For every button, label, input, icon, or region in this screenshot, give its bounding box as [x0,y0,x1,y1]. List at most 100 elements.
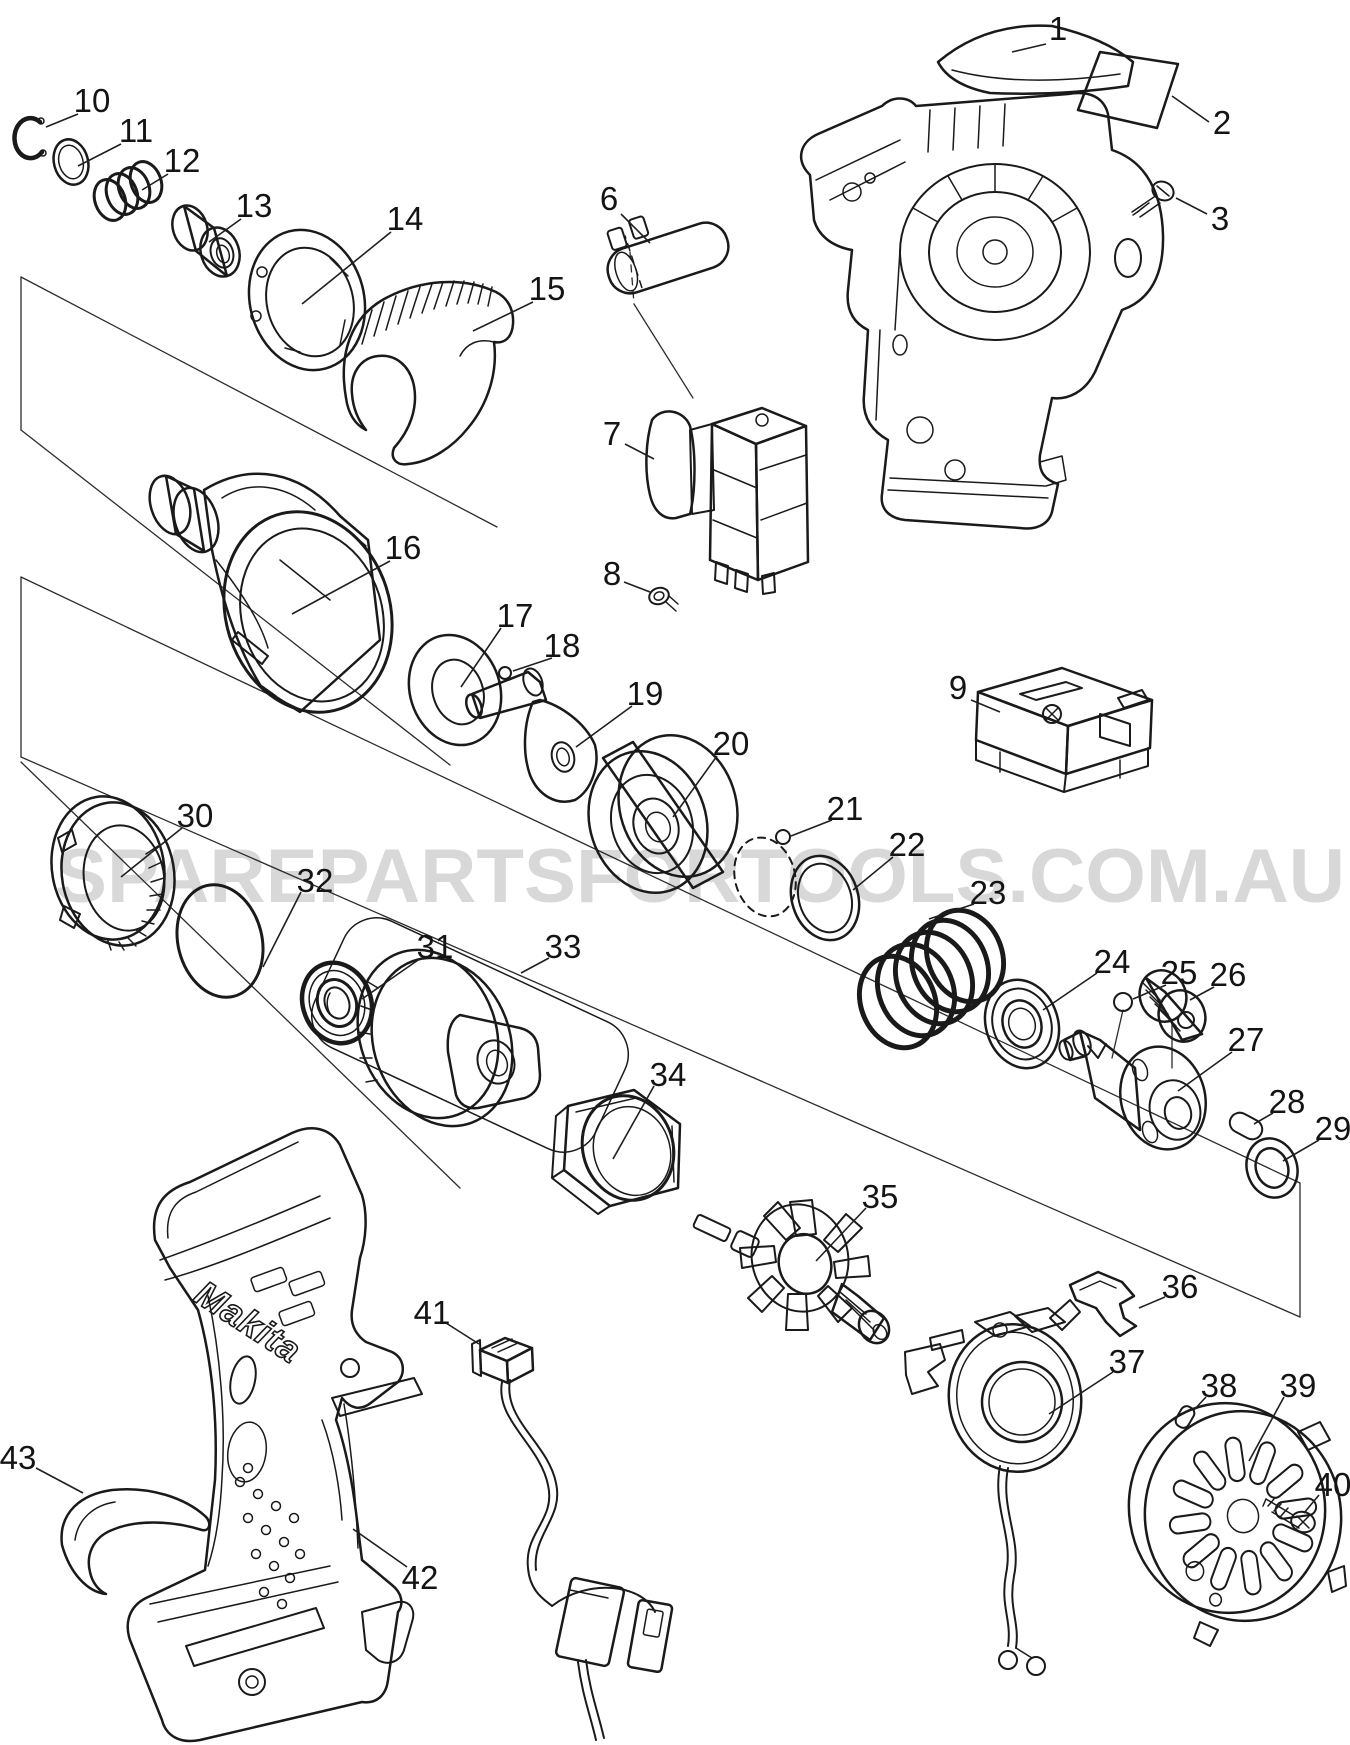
part-39-rear-cover-drawing [1127,1401,1347,1647]
svg-text:37: 37 [1109,1343,1146,1380]
part-label-40: 40 [1303,1466,1350,1514]
part-label-2: 2 [1171,95,1231,141]
part-label-26: 26 [1189,956,1247,1001]
svg-text:27: 27 [1228,1021,1265,1058]
part-label-7: 7 [603,415,655,460]
svg-text:23: 23 [970,874,1007,911]
part-label-22: 22 [852,826,926,891]
part-label-13: 13 [208,187,273,243]
watermark-text: SPAREPARTSFORTOOLS.COM.AU [55,834,1345,919]
svg-text:3: 3 [1211,200,1229,237]
part-label-32: 32 [262,862,333,968]
part-label-43: 43 [0,1439,84,1494]
svg-text:21: 21 [827,790,864,827]
part-29-washer-drawing [1245,1137,1299,1199]
svg-text:19: 19 [627,675,664,712]
part-42-housing-half-drawing: Makita [126,1127,423,1743]
svg-text:28: 28 [1269,1083,1306,1120]
part-label-28: 28 [1253,1083,1306,1125]
part-10-retaining-ring-drawing [12,115,47,161]
part-41-lead-wire-drawing [471,1336,674,1741]
svg-text:33: 33 [545,928,582,965]
part-35-armature-drawing [692,1199,891,1345]
svg-text:24: 24 [1094,943,1131,980]
part-label-33: 33 [520,928,582,974]
part-13-bushing-drawing [171,204,241,278]
part-label-37: 37 [1048,1343,1146,1415]
svg-text:1: 1 [1049,10,1067,47]
part-label-14: 14 [301,200,423,305]
part-11-ring-drawing [52,138,90,186]
part-19-anvil-drawing [464,667,598,803]
svg-text:31: 31 [417,928,454,965]
part-32-o-ring-drawing [175,883,265,999]
svg-text:43: 43 [0,1439,36,1476]
part-38-pin-drawing [1174,1405,1196,1429]
svg-text:30: 30 [177,797,214,834]
svg-text:22: 22 [889,826,926,863]
svg-text:41: 41 [414,1294,451,1331]
svg-text:36: 36 [1162,1268,1199,1305]
svg-text:11: 11 [119,112,153,149]
part-label-11: 11 [77,112,153,167]
part-label-6: 6 [600,180,651,244]
svg-text:26: 26 [1210,956,1247,993]
part-12-spring-drawing [92,160,164,222]
part-label-34: 34 [612,1056,687,1160]
part-14-ring-bezel-drawing [247,228,367,372]
part-label-29: 29 [1282,1110,1350,1162]
part-21-ball-drawing [733,829,797,918]
part-label-19: 19 [575,675,664,748]
part-40-screw-drawing [1262,1498,1316,1534]
part-30-ring-gear-drawing [50,795,176,951]
part-label-42: 42 [352,1528,438,1596]
svg-text:12: 12 [164,142,201,179]
part-label-31: 31 [361,928,454,1000]
group-box-33 [311,917,629,1153]
part-7-switch-drawing [645,406,810,595]
part-9-terminal-block-drawing [974,666,1154,793]
part-label-16: 16 [291,529,422,615]
svg-text:15: 15 [529,270,566,307]
part-label-8: 8 [603,555,651,593]
svg-text:18: 18 [544,627,581,664]
part-8-screw-drawing [648,586,679,612]
part-36-bracket-drawing [1068,1270,1138,1338]
part-25-ball-drawing [1113,992,1133,1012]
svg-text:35: 35 [862,1178,899,1215]
svg-text:16: 16 [385,529,422,566]
part-24-washer-drawing [983,978,1061,1070]
part-label-23: 23 [928,874,1007,920]
svg-text:20: 20 [713,725,750,762]
part-34-nut-drawing [551,1088,682,1215]
part-3-screw-drawing [1131,180,1175,218]
part-6-switch-button-drawing [606,215,730,295]
part-17-washer-drawing [407,633,503,747]
part-label-41: 41 [414,1294,480,1345]
part-label-25: 25 [1132,954,1197,1000]
part-label-18: 18 [512,627,581,672]
svg-text:6: 6 [600,180,618,217]
svg-text:9: 9 [949,669,967,706]
part-2-label-sheet-drawing [1076,50,1180,130]
svg-text:38: 38 [1201,1367,1238,1404]
part-28-pin-drawing [1228,1111,1264,1141]
part-23-spring-drawing [856,907,1007,1051]
svg-text:39: 39 [1280,1367,1317,1404]
part-label-9: 9 [949,669,1001,713]
part-label-30: 30 [120,797,214,878]
part-label-15: 15 [472,270,566,332]
part-label-39: 39 [1248,1367,1317,1462]
part-label-10: 10 [45,82,110,128]
part-18-ball-drawing [498,666,512,680]
part-20-hammer-drawing [587,733,739,895]
svg-text:34: 34 [650,1056,687,1093]
svg-text:29: 29 [1315,1110,1350,1147]
svg-text:7: 7 [603,415,621,452]
svg-text:8: 8 [603,555,621,592]
part-label-21: 21 [790,790,864,837]
svg-text:13: 13 [236,187,273,224]
part-label-38: 38 [1192,1367,1238,1412]
